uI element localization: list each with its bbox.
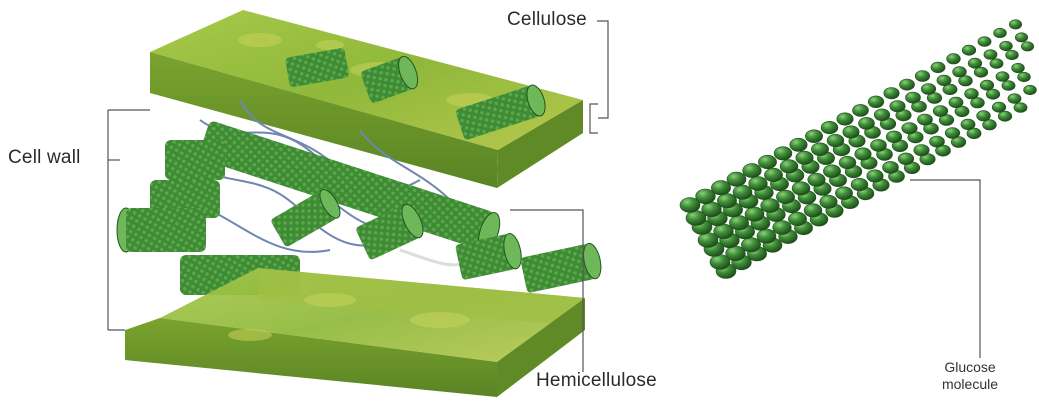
glucose-bead [930,136,945,147]
glucose-bead [808,173,825,186]
glucose-bead [1009,20,1021,29]
hemicellulose-label: Hemicellulose [536,370,657,392]
glucose-bead [1008,94,1021,104]
glucose-bead [853,104,869,116]
glucose-bead [906,92,921,103]
glucose-bead [827,134,844,147]
glucose-bead [900,79,915,90]
glucose-bead [843,126,859,138]
glucose-bead [1000,41,1013,51]
glucose-bead [835,187,852,200]
glucose-bead [945,128,960,139]
glucose-bead [984,50,997,60]
glucose-label-line2: molecule [925,376,1015,393]
glucose-bead [745,207,764,221]
cellulose-label: Cellulose [507,9,587,31]
glucose-bead [980,80,994,90]
glucose-bead [796,151,813,164]
glucose-bead [837,113,853,125]
glucose-bead [805,130,822,143]
glucose-bead [743,164,762,178]
glucose-bead-fibril [680,20,1036,279]
glucose-bead [733,185,752,199]
glucose-bead [992,102,1006,112]
glucose-bead [773,221,792,235]
glucose-bead [823,165,840,178]
glucose-bead [986,89,1000,99]
glucose-bead [1014,103,1027,113]
glucose-bead [883,161,899,173]
glucose-bead [821,121,838,134]
glucose-bead [974,67,988,77]
cell-wall-label: Cell wall [8,147,81,169]
glucose-bead [859,117,875,129]
glucose-bead [994,28,1007,38]
glucose-label-line1: Glucose [925,359,1015,376]
glucose-bead [998,111,1012,121]
glucose-bead [933,106,948,117]
glucose-bead [764,168,782,182]
glucose-bead [727,172,746,186]
glucose-bead [776,190,794,204]
glucose-bead [874,109,890,121]
glucose-bead [811,143,828,156]
glucose-bead [996,72,1009,82]
glucose-molecule-label: Glucose molecule [925,359,1015,393]
glucose-bead [890,101,905,112]
glucose-bead [898,153,914,165]
glucose-bead [1012,63,1025,73]
glucose-bead [680,198,700,213]
glucose-bead [758,155,776,169]
glucose-bead [757,229,776,243]
glucose-bead [839,156,856,169]
glucose-bead [871,139,887,151]
glucose-bead [868,96,884,108]
glucose-bead [915,71,930,82]
glucose-bead [790,138,807,151]
glucose-bead [947,54,961,64]
glucose-bead [788,212,806,226]
glucose-bead [867,170,883,182]
glucose-bead [804,204,822,217]
cellulose-leader [597,21,608,118]
glucose-bead [977,111,991,121]
glucose-bead [914,145,929,156]
glucose-bead [761,199,780,213]
glucose-bead [1024,85,1037,95]
glucose-bead [962,45,976,55]
glucose-bead [1018,72,1031,82]
glucose-bead [965,89,979,99]
glucose-bead [953,67,967,77]
glucose-bead [851,178,868,191]
glucose-bead [792,182,810,195]
glucose-bead [918,114,933,125]
glucose-bead [1006,50,1019,60]
glucose-bead [1002,81,1015,91]
glucose-bead [968,58,982,68]
glucose-bead [937,75,951,86]
glucose-bead [1021,42,1033,51]
glucose-bead [886,131,902,143]
glucose-bead [978,37,991,47]
glucose-bead [902,123,917,134]
glucose-bead [931,62,945,73]
glucose-bead [820,195,837,208]
glucose-bead [749,177,768,191]
glucose-bead [961,119,975,130]
glucose-bead [774,147,792,160]
glucose-bead [855,148,871,160]
glucose-bead [990,59,1003,69]
glucose-leader [910,180,980,358]
glucose-bead [921,84,936,95]
glucose-bead [780,160,798,173]
glucose-bead [1015,33,1027,42]
glucose-bead [884,88,899,99]
glucose-bead [949,97,963,108]
